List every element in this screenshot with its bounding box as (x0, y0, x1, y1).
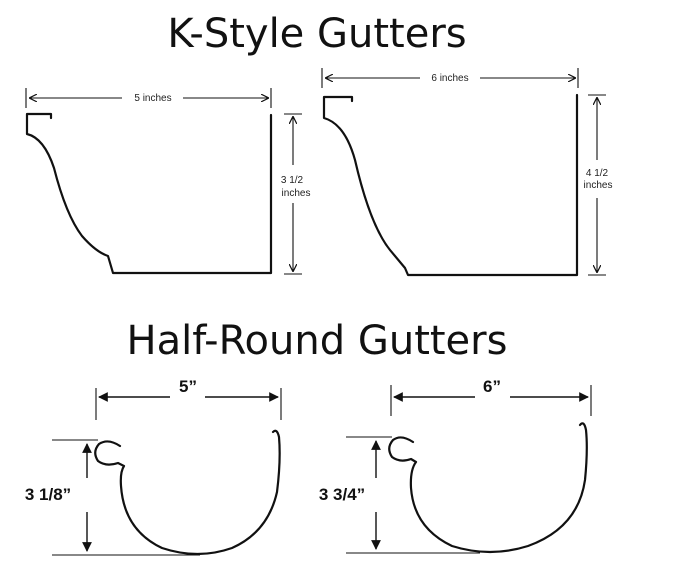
half-round-width-label-5in: 5” (179, 377, 197, 396)
k-style-profile-5in (25, 112, 273, 275)
half-round-title: Half-Round Gutters (127, 318, 508, 364)
half-round-width-label-6in: 6” (483, 377, 501, 396)
half-round-profile-6in (388, 422, 588, 554)
half-round-height-label-5in: 3 1/8” (25, 485, 71, 504)
k-style-width-label-5in: 5 inches (134, 93, 171, 104)
half-round-height-label-6in: 3 3/4” (319, 485, 365, 504)
half-round-gutter-6in: 6” 3 3/4” (319, 377, 592, 554)
k-style-height-label-5in-line2: inches (282, 188, 311, 199)
k-style-height-label-5in-line1: 3 1/2 (281, 175, 304, 186)
k-style-height-label-6in-line1: 4 1/2 (586, 168, 609, 179)
half-round-profile-5in (94, 429, 281, 556)
k-style-width-label-6in: 6 inches (431, 73, 468, 84)
k-style-title: K-Style Gutters (167, 11, 466, 57)
k-style-profile-6in (322, 93, 579, 277)
k-style-gutter-6in: 6 inches 4 1/2 inches (321, 68, 613, 277)
half-round-gutter-5in: 5” 3 1/8” (25, 377, 282, 556)
k-style-gutter-5in: 5 inches 3 1/2 inches (25, 88, 311, 275)
k-style-height-label-6in-line2: inches (584, 180, 613, 191)
